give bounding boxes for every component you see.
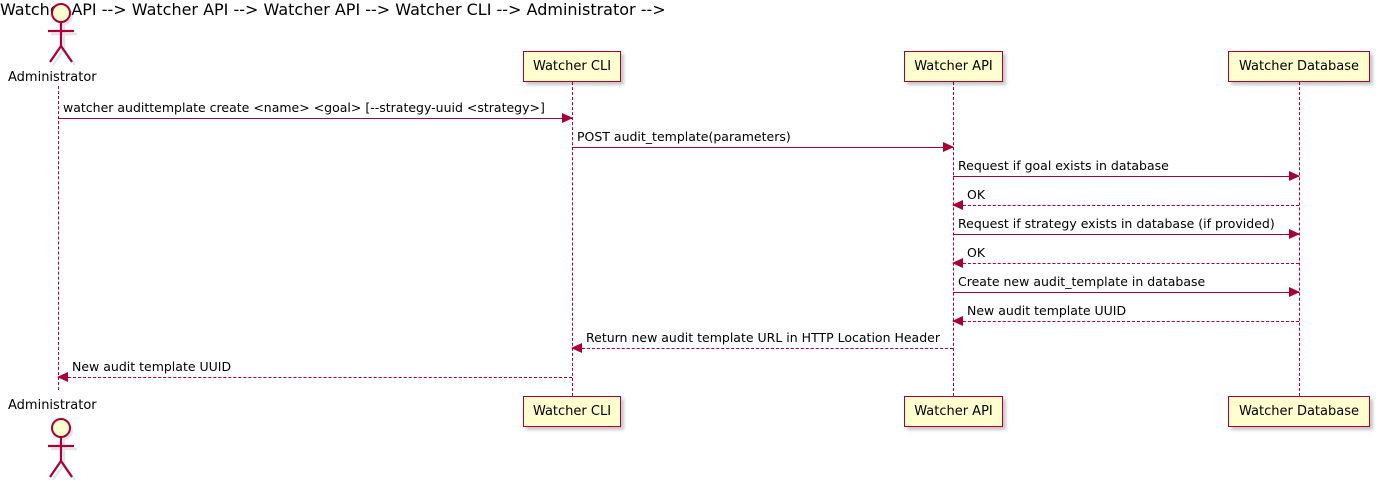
arrowhead-left-icon-6 bbox=[952, 258, 963, 268]
participant-box-watcher-api-top[interactable]: Watcher API bbox=[904, 51, 1003, 82]
message-label-5: Request if strategy exists in database (… bbox=[958, 215, 1275, 231]
message-line-4 bbox=[953, 205, 1299, 206]
message-label-8: New audit template UUID bbox=[967, 302, 1127, 318]
lifeline-watcher-cli bbox=[572, 82, 573, 396]
arrowhead-right-icon-5 bbox=[1289, 229, 1300, 239]
arrowhead-right-icon-2 bbox=[943, 142, 954, 152]
message-line-3 bbox=[953, 176, 1299, 177]
arrowhead-left-icon-10 bbox=[57, 372, 68, 382]
lifeline-watcher-api bbox=[953, 82, 954, 396]
actor-administrator-bottom bbox=[38, 415, 80, 483]
message-line-7 bbox=[953, 292, 1299, 293]
actor-label-administrator-top: Administrator bbox=[8, 70, 97, 85]
message-label-3: Request if goal exists in database bbox=[958, 157, 1169, 173]
actor-administrator-top bbox=[38, 0, 80, 70]
message-label-7: Create new audit_template in database bbox=[958, 273, 1206, 289]
message-line-5 bbox=[953, 234, 1299, 235]
participant-box-watcher-cli-bottom[interactable]: Watcher CLI bbox=[523, 396, 621, 427]
participant-box-watcher-cli-top[interactable]: Watcher CLI bbox=[523, 51, 621, 82]
participant-box-watcher-database-top[interactable]: Watcher Database bbox=[1228, 51, 1370, 82]
message-line-10 bbox=[58, 377, 572, 378]
message-line-6 bbox=[953, 263, 1299, 264]
message-line-8 bbox=[953, 321, 1299, 322]
message-label-2: POST audit_template(parameters) bbox=[577, 128, 791, 144]
message-label-6: OK bbox=[967, 244, 986, 260]
participant-box-watcher-api-bottom[interactable]: Watcher API bbox=[904, 396, 1003, 427]
arrowhead-left-icon-4 bbox=[952, 200, 963, 210]
participant-box-watcher-database-bottom[interactable]: Watcher Database bbox=[1228, 396, 1370, 427]
arrowhead-right-icon-3 bbox=[1289, 171, 1300, 181]
actor-label-administrator-bottom: Administrator bbox=[8, 398, 97, 413]
message-line-9 bbox=[572, 348, 953, 349]
message-line-2 bbox=[572, 147, 953, 148]
lifeline-administrator bbox=[58, 86, 59, 390]
arrowhead-right-icon-1 bbox=[562, 113, 573, 123]
arrowhead-right-icon-7 bbox=[1289, 287, 1300, 297]
arrowhead-left-icon-9 bbox=[571, 343, 582, 353]
message-label-9: Return new audit template URL in HTTP Lo… bbox=[586, 329, 940, 345]
lifeline-watcher-database bbox=[1299, 82, 1300, 396]
message-label-10: New audit template UUID bbox=[72, 358, 232, 374]
message-label-4: OK bbox=[967, 186, 986, 202]
arrowhead-left-icon-8 bbox=[952, 316, 963, 326]
message-label-1: watcher audittemplate create <name> <goa… bbox=[63, 99, 545, 115]
message-line-1 bbox=[58, 118, 572, 119]
